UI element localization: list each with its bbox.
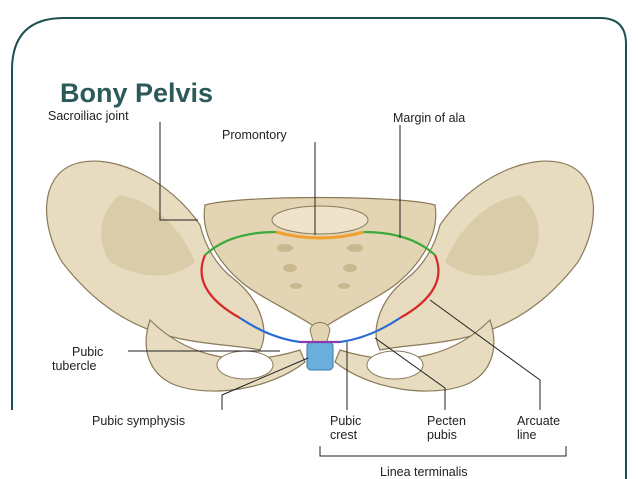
leader-pecten-pubis bbox=[374, 337, 446, 410]
label-pubic-crest-line1: Pubic bbox=[330, 414, 361, 428]
leader-sacroiliac-joint bbox=[159, 122, 198, 221]
right-ilium bbox=[375, 160, 594, 351]
label-margin-of-ala: Margin of ala bbox=[393, 111, 465, 125]
label-arcuate-line-line2: line bbox=[517, 428, 537, 442]
pubic-symphysis-cartilage bbox=[306, 341, 334, 371]
sacral-foramina bbox=[277, 244, 363, 289]
linea-terminalis-bracket bbox=[319, 446, 567, 457]
slide-title: Bony Pelvis bbox=[60, 78, 214, 108]
pecten-pubis-line-left bbox=[239, 317, 301, 344]
label-pecten-pubis-line2: pubis bbox=[427, 428, 457, 442]
left-iliac-fossa bbox=[101, 195, 195, 276]
leader-lines bbox=[128, 122, 567, 457]
arcuate-line-left bbox=[200, 254, 241, 319]
labels: Sacroiliac joint Promontory Margin of al… bbox=[48, 109, 560, 479]
label-arcuate-line-line1: Arcuate bbox=[517, 414, 560, 428]
right-iliac-fossa bbox=[445, 195, 539, 276]
label-pubic-tubercle-line2: tubercle bbox=[52, 359, 97, 373]
margin-of-ala-line-left bbox=[204, 230, 277, 256]
left-obturator-foramen bbox=[216, 350, 274, 380]
frame-border bbox=[11, 17, 627, 479]
label-linea-terminalis: Linea terminalis bbox=[380, 465, 468, 479]
promontory-line bbox=[275, 230, 365, 240]
label-pubic-crest-line2: crest bbox=[330, 428, 358, 442]
right-obturator-foramen bbox=[366, 350, 424, 380]
pelvis-illustration bbox=[46, 160, 594, 392]
label-promontory: Promontory bbox=[222, 128, 287, 142]
margin-of-ala-line-right bbox=[363, 230, 436, 256]
pecten-pubis-line-right bbox=[339, 317, 401, 344]
left-ilium bbox=[46, 160, 265, 351]
leader-arcuate-line bbox=[429, 299, 541, 410]
sacrum bbox=[203, 196, 437, 331]
label-pubic-tubercle-line1: Pubic bbox=[72, 345, 103, 359]
label-pubic-symphysis: Pubic symphysis bbox=[92, 414, 185, 428]
leader-pubic-symphysis bbox=[221, 357, 309, 410]
sacral-promontory-body bbox=[271, 205, 369, 235]
arcuate-line-right bbox=[399, 254, 440, 319]
label-pecten-pubis-line1: Pecten bbox=[427, 414, 466, 428]
label-sacroiliac-joint: Sacroiliac joint bbox=[48, 109, 129, 123]
